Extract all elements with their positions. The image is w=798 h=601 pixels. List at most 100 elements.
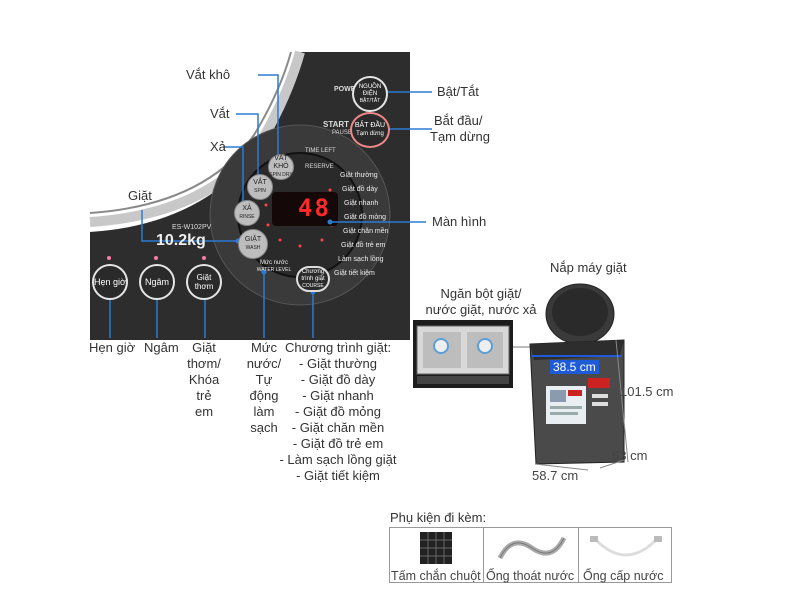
detergent-drawer-photo xyxy=(413,320,513,388)
spin-button[interactable]: VẮT SPIN xyxy=(247,174,273,200)
dial-program: Giặt chăn mền xyxy=(343,228,389,235)
callout-water-line: làm xyxy=(253,404,275,419)
dial-program: Giặt đồ mỏng xyxy=(344,214,387,221)
fragrance-button-label: Giặt thơm xyxy=(194,273,214,291)
callout-fragrance-line: em xyxy=(194,404,214,419)
water-level-sub: WATER LEVEL xyxy=(256,267,292,273)
dim-height: 101.5 cm xyxy=(620,384,674,399)
callout-start-2: Tạm dừng xyxy=(430,129,491,144)
start-button-label: Tạm dừng xyxy=(356,131,384,137)
accessory-label: Tấm chắn chuột xyxy=(391,569,481,583)
accessories-title: Phụ kiện đi kèm: xyxy=(390,510,487,525)
display-window xyxy=(272,192,338,226)
soak-button[interactable]: Ngâm xyxy=(139,264,175,300)
timer-button[interactable]: Hẹn giờ xyxy=(92,264,128,300)
program-item: - Giặt tiết kiệm xyxy=(296,468,380,483)
accessory-label: Ống thoát nước xyxy=(486,569,575,583)
dial-program: Giặt nhanh xyxy=(344,200,379,207)
start-sub: PAUSE xyxy=(332,130,352,136)
callout-fragrance-line: trẻ xyxy=(196,388,212,403)
water-level-button[interactable]: Mức nước WATER LEVEL xyxy=(254,260,294,274)
callout-spin: Vắt xyxy=(210,106,230,121)
time-left: TIME LEFT xyxy=(305,148,336,154)
callout-water-line: Tự xyxy=(255,372,273,387)
callout-water-line: sạch xyxy=(250,420,278,435)
program-item: - Giặt đồ dày xyxy=(300,372,376,387)
callout-fragrance-line: thơm/ xyxy=(187,356,221,371)
mouse-guard-icon xyxy=(420,532,452,564)
program-item: - Giặt chăn mền xyxy=(291,420,385,435)
course-sub: COURSE xyxy=(302,282,324,289)
dial-program: Giặt thường xyxy=(340,172,378,179)
programs-title: Chương trình giặt: xyxy=(284,340,392,355)
drain-hose-icon xyxy=(497,536,567,560)
power-button[interactable]: NGUỒN ĐIỆN BẬT/TẮT xyxy=(352,76,388,112)
power-button-label: ĐIỆN xyxy=(362,90,378,97)
dim-depth: 63 cm xyxy=(612,448,648,463)
accessory-label: Ống cấp nước xyxy=(583,569,664,583)
reserve: RESERVE xyxy=(305,164,334,170)
course-button[interactable]: Chương trình giặt COURSE xyxy=(296,266,330,292)
spin-dry-sub: SPIN DRY xyxy=(269,172,293,178)
callout-wash: Giặt xyxy=(128,188,152,203)
dim-width: 58.7 cm xyxy=(532,468,579,483)
callout-water-line: động xyxy=(249,388,279,403)
callout-programs: Chương trình giặt: - Giặt thường - Giặt … xyxy=(270,340,406,484)
callout-fragrance: Giặt thơm/ Khóa trẻ em xyxy=(186,340,222,420)
callout-water-line: Mức xyxy=(250,340,278,355)
callout-display: Màn hình xyxy=(432,214,487,229)
dial-program: Giặt tiết kiệm xyxy=(334,270,375,277)
callout-rinse: Xả xyxy=(210,139,226,154)
spin-label: VẮT xyxy=(253,179,267,186)
dial-program: Giặt đồ dày xyxy=(342,186,378,193)
drawer-label-1: Ngăn bột giặt/ xyxy=(440,286,522,301)
spin-dry-button[interactable]: VẮT KHÔ SPIN DRY xyxy=(268,154,294,180)
callout-timer: Hẹn giờ xyxy=(89,340,136,355)
accessories-box xyxy=(389,527,672,583)
wash-sub: WASH xyxy=(245,245,261,251)
program-item: - Giặt đồ mỏng xyxy=(295,404,381,419)
course-label: trình giặt xyxy=(301,275,325,282)
callout-start-1: Bắt đầu/ xyxy=(434,113,483,128)
start-button-label: BẮT ĐẦU xyxy=(354,122,386,129)
timer-button-label: Hẹn giờ xyxy=(94,276,126,287)
callout-lid: Nắp máy giặt xyxy=(550,260,627,275)
spin-dry-label: VẮT KHÔ xyxy=(273,155,289,170)
program-item: - Giặt nhanh xyxy=(302,388,374,403)
program-item: - Làm sạch lồng giặt xyxy=(279,452,397,467)
wash-label: GIẶT xyxy=(244,236,262,243)
fragrance-button[interactable]: Giặt thơm xyxy=(186,264,222,300)
accessory-cell xyxy=(389,527,484,583)
callout-fragrance-line: Giặt xyxy=(192,340,216,355)
callout-water-level: Mức nước/ Tự động làm sạch xyxy=(244,340,284,436)
course-label: Chương xyxy=(301,268,325,275)
callout-water-line: nước/ xyxy=(246,356,282,371)
spin-sub: SPIN xyxy=(254,188,266,194)
callout-spin-dry: Vắt khô xyxy=(186,67,231,82)
power-button-label: BẬT/TẮT xyxy=(359,97,381,104)
soak-button-label: Ngâm xyxy=(144,276,169,287)
program-item: - Giặt đồ trẻ em xyxy=(292,436,384,451)
program-item: - Giặt thường xyxy=(299,356,377,371)
digital-display: 48 xyxy=(298,194,331,222)
rinse-button[interactable]: XẢ RINSE xyxy=(234,200,260,226)
rinse-label: XẢ xyxy=(242,205,252,212)
dim-top-width: 38.5 cm xyxy=(550,360,599,374)
capacity-label: 10.2kg xyxy=(156,232,206,249)
callout-soak: Ngâm xyxy=(144,340,179,355)
callout-fragrance-line: Khóa xyxy=(188,372,220,387)
start-text: START xyxy=(323,120,350,129)
rinse-sub: RINSE xyxy=(239,214,255,220)
dial-program: Làm sạch lồng xyxy=(338,256,384,263)
water-level-label: Mức nước xyxy=(260,260,288,266)
start-pause-button[interactable]: BẮT ĐẦU Tạm dừng xyxy=(350,112,390,148)
callout-detergent-drawer: Ngăn bột giặt/ nước giặt, nước xả xyxy=(420,286,542,318)
power-button-label: NGUỒN xyxy=(358,83,382,90)
dial-program: Giặt đồ trẻ em xyxy=(341,242,386,249)
inlet-hose-icon xyxy=(590,536,662,557)
drawer-label-2: nước giặt, nước xả xyxy=(425,302,537,317)
wash-button[interactable]: GIẶT WASH xyxy=(238,229,268,259)
accessory-cell xyxy=(484,527,579,583)
callout-power: Bật/Tắt xyxy=(437,84,479,99)
model-label: ES-W102PV xyxy=(172,224,212,231)
